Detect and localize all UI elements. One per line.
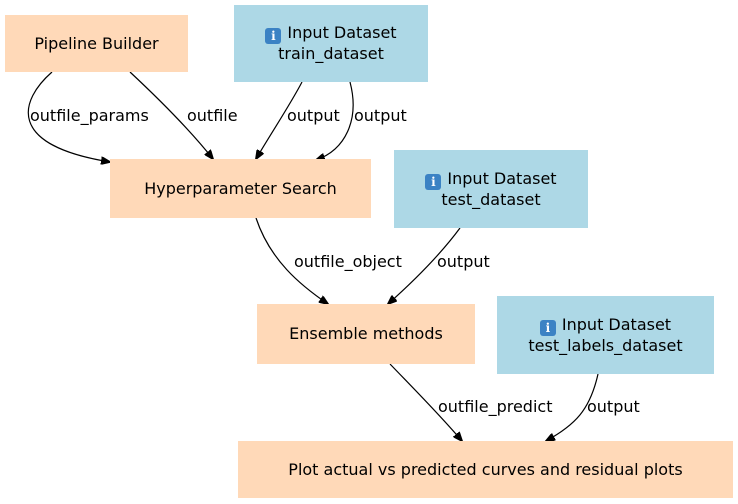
info-icon: i (539, 319, 556, 336)
edge-label-outfile-object: outfile_object (294, 252, 402, 272)
edge-label-train-output-1: output (287, 106, 340, 125)
node-plot-actual-vs-predicted[interactable]: Plot actual vs predicted curves and resi… (238, 441, 733, 498)
node-input-test-dataset-title-row: i Input Dataset (425, 168, 557, 190)
node-pipeline-builder[interactable]: Pipeline Builder (5, 15, 188, 72)
node-ensemble-methods-label: Ensemble methods (289, 324, 443, 343)
node-input-train-dataset[interactable]: i Input Dataset train_dataset (234, 5, 428, 82)
edge-train-output-1 (256, 81, 303, 159)
edge-label-outfile: outfile (187, 106, 238, 125)
edge-label-test-output: output (437, 252, 490, 271)
edge-outfile-predict (389, 363, 462, 441)
node-input-train-dataset-name: train_dataset (278, 44, 384, 63)
node-pipeline-builder-label: Pipeline Builder (34, 33, 159, 53)
edge-test-output (388, 227, 461, 304)
edge-label-test-labels-output: output (587, 397, 640, 416)
edge-outfile (129, 71, 213, 159)
node-input-test-dataset[interactable]: i Input Dataset test_dataset (394, 150, 588, 228)
node-hyperparameter-search-label: Hyperparameter Search (144, 178, 337, 198)
edge-label-outfile-params: outfile_params (30, 106, 149, 126)
node-input-train-dataset-title-row: i Input Dataset (265, 23, 397, 44)
node-plot-actual-vs-predicted-label: Plot actual vs predicted curves and resi… (288, 459, 683, 479)
edge-label-outfile-predict: outfile_predict (438, 397, 552, 417)
edge-outfile-params (27, 71, 110, 162)
info-icon: i (265, 28, 282, 44)
edge-test-labels-output (546, 373, 599, 441)
node-input-test-dataset-title: Input Dataset (447, 168, 557, 188)
node-input-test-labels-dataset-title-row: i Input Dataset (539, 314, 672, 336)
edge-label-train-output-2: output (354, 106, 407, 125)
edge-outfile-object (255, 217, 328, 304)
node-input-test-labels-dataset-name: test_labels_dataset (528, 335, 683, 355)
node-input-test-labels-dataset-title: Input Dataset (561, 314, 672, 334)
node-input-test-dataset-name: test_dataset (441, 189, 541, 209)
node-input-test-labels-dataset[interactable]: i Input Dataset test_labels_dataset (497, 296, 714, 374)
node-hyperparameter-search[interactable]: Hyperparameter Search (110, 159, 371, 218)
info-icon: i (425, 173, 442, 190)
node-input-train-dataset-title: Input Dataset (287, 23, 397, 42)
edge-train-output-2 (316, 81, 354, 160)
node-ensemble-methods[interactable]: Ensemble methods (257, 304, 475, 364)
